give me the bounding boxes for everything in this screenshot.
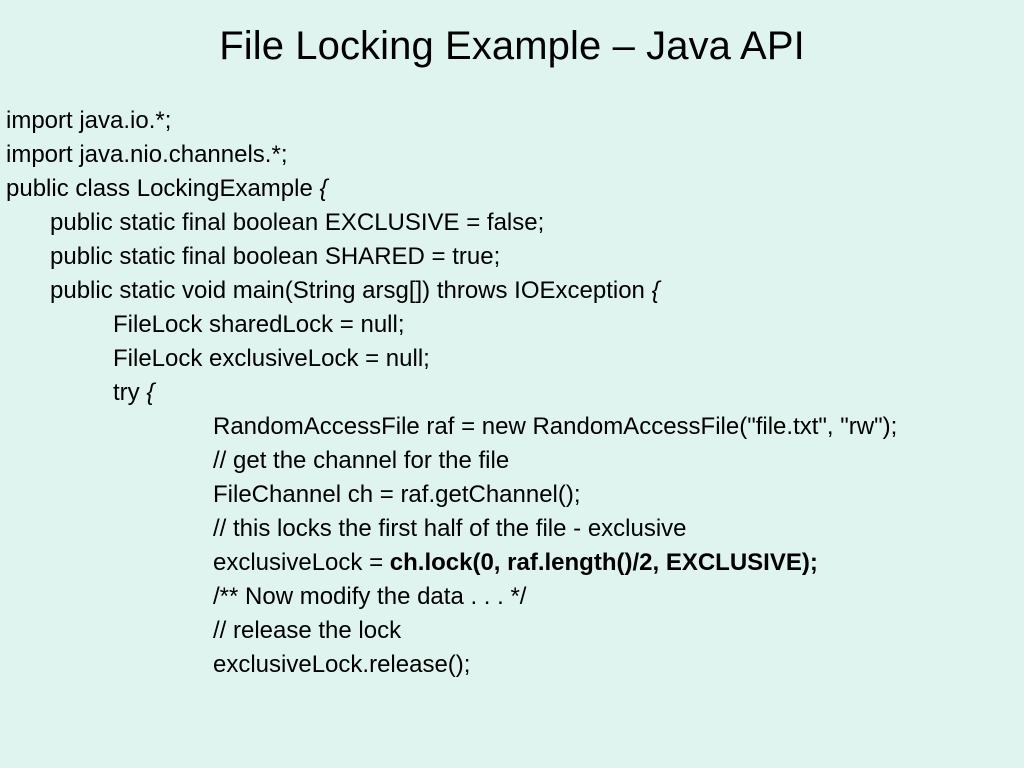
code-line: public class LockingExample { xyxy=(0,172,1024,206)
code-segment: RandomAccessFile raf = new RandomAccessF… xyxy=(213,413,898,440)
code-line: import java.nio.channels.*; xyxy=(0,138,1024,172)
code-line: FileLock exclusiveLock = null; xyxy=(0,342,1024,376)
code-segment: /** Now modify the data . . . */ xyxy=(213,583,527,610)
code-segment: // release the lock xyxy=(213,617,402,644)
code-line: // this locks the first half of the file… xyxy=(0,512,1024,546)
code-line: import java.io.*; xyxy=(0,104,1024,138)
code-segment: exclusiveLock = xyxy=(213,549,390,576)
code-line: /** Now modify the data . . . */ xyxy=(0,580,1024,614)
code-segment: { xyxy=(319,175,328,202)
code-line: public static void main(String arsg[]) t… xyxy=(0,274,1024,308)
code-line: exclusiveLock = ch.lock(0, raf.length()/… xyxy=(0,546,1024,580)
code-segment: // this locks the first half of the file… xyxy=(213,515,687,542)
code-line: public static final boolean EXCLUSIVE = … xyxy=(0,206,1024,240)
code-segment: { xyxy=(146,379,155,406)
code-segment: FileChannel ch = raf.getChannel(); xyxy=(213,481,581,508)
code-line: FileChannel ch = raf.getChannel(); xyxy=(0,478,1024,512)
code-segment: public static final boolean EXCLUSIVE = … xyxy=(50,209,545,236)
code-line: exclusiveLock.release(); xyxy=(0,648,1024,682)
code-segment: public static final boolean SHARED = tru… xyxy=(50,243,501,270)
code-segment: FileLock exclusiveLock = null; xyxy=(113,345,430,372)
code-line: // release the lock xyxy=(0,614,1024,648)
code-line: // get the channel for the file xyxy=(0,444,1024,478)
code-segment: ch.lock(0, raf.length()/2, EXCLUSIVE); xyxy=(389,549,818,576)
code-segment: FileLock sharedLock = null; xyxy=(113,311,405,338)
code-block: import java.io.*; import java.nio.channel… xyxy=(0,104,1024,682)
code-line: RandomAccessFile raf = new RandomAccessF… xyxy=(0,410,1024,444)
code-segment: public static void main(String arsg[]) t… xyxy=(50,277,652,304)
code-segment: public class LockingExample xyxy=(6,175,320,202)
code-line: public static final boolean SHARED = tru… xyxy=(0,240,1024,274)
code-line: FileLock sharedLock = null; xyxy=(0,308,1024,342)
code-segment: try xyxy=(113,379,147,406)
code-segment: import java.nio.channels.*; xyxy=(6,141,288,168)
code-segment: import java.io.*; xyxy=(6,107,172,134)
code-segment: exclusiveLock.release(); xyxy=(213,651,471,678)
code-segment: { xyxy=(651,277,660,304)
page-title: File Locking Example – Java API xyxy=(219,24,805,68)
code-segment: // get the channel for the file xyxy=(213,447,510,474)
code-line: try { xyxy=(0,376,1024,410)
